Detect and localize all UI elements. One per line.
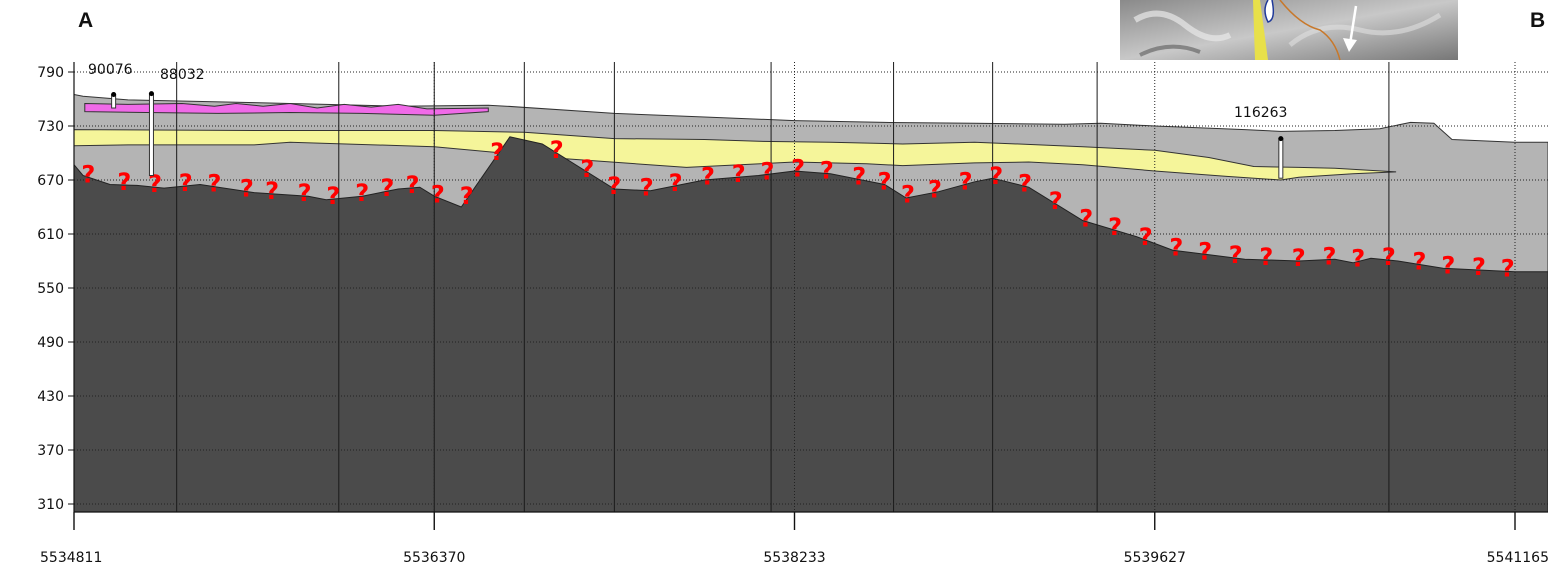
uncertain-marker-11: ? [406,171,420,199]
uncertain-marker-19: ? [669,169,683,197]
section-vertical-lines [176,62,1390,512]
uncertain-marker-22: ? [761,157,775,185]
y-tick-label-2: 670 [37,173,64,189]
series-2-area [73,136,1548,512]
uncertain-marker-4: ? [208,170,222,198]
borehole-collar-2 [1278,136,1284,142]
uncertain-marker-12: ? [431,181,445,209]
uncertain-marker-33: ? [1079,205,1093,233]
uncertain-marker-34: ? [1108,213,1122,241]
geologic-layers [73,93,1548,512]
uncertain-marker-41: ? [1323,243,1337,271]
uncertain-marker-27: ? [901,181,915,209]
section-end-label: B [1530,9,1545,32]
uncertain-marker-20: ? [701,163,715,191]
y-tick-label-7: 370 [37,443,64,459]
uncertain-marker-24: ? [820,156,834,184]
uncertain-contact-markers: ????????????????????????????????????????… [81,136,1514,282]
uncertain-marker-1: ? [117,168,131,196]
uncertain-marker-40: ? [1292,244,1306,272]
uncertain-marker-21: ? [732,160,746,188]
uncertain-marker-23: ? [791,154,805,182]
y-tick-label-1: 730 [37,119,64,135]
uncertain-marker-18: ? [640,174,654,202]
uncertain-marker-47: ? [1501,254,1515,282]
y-tick-label-4: 550 [37,281,64,297]
uncertain-marker-8: ? [326,182,340,210]
pink-lens [84,102,489,116]
uncertain-marker-38: ? [1229,241,1243,269]
uncertain-marker-43: ? [1382,243,1396,271]
uncertain-marker-2: ? [148,170,162,198]
uncertain-marker-36: ? [1169,234,1183,262]
north-arrow-icon [1343,5,1358,52]
borehole-label-2: 116263 [1234,105,1287,121]
uncertain-marker-30: ? [989,162,1003,190]
uncertain-marker-44: ? [1413,248,1427,276]
uncertain-marker-14: ? [490,138,504,166]
uncertain-marker-29: ? [959,167,973,195]
uncertain-marker-31: ? [1018,169,1032,197]
uncertain-marker-15: ? [550,136,564,164]
uncertain-marker-32: ? [1049,187,1063,215]
section-start-label: A [78,9,93,32]
y-tick-label-8: 310 [37,497,64,513]
uncertain-marker-3: ? [179,169,193,197]
uncertain-marker-17: ? [607,172,621,200]
y-tick-label-6: 430 [37,389,64,405]
uncertain-marker-45: ? [1441,252,1455,280]
uncertain-marker-25: ? [852,163,866,191]
axes: 790 730 670 610 550 490 430 370 310 5534811 553637… [37,62,1549,566]
uncertain-marker-37: ? [1198,237,1212,265]
uncertain-marker-26: ? [878,168,892,196]
x-tick-label-0: 5534811 [40,550,102,566]
boreholes: 90076 88032 116263 [88,62,1287,179]
borehole-collar-0 [111,92,117,97]
borehole-collar-1 [148,91,154,97]
uncertain-marker-9: ? [355,179,369,207]
y-tick-label-0: 790 [37,65,64,81]
borehole-label-0: 90076 [88,62,133,78]
x-tick-label-3: 5539627 [1124,550,1186,566]
uncertain-marker-39: ? [1259,243,1273,271]
uncertain-marker-13: ? [460,182,474,210]
uncertain-marker-46: ? [1472,253,1486,281]
uncertain-marker-42: ? [1351,244,1365,272]
uncertain-marker-5: ? [240,175,254,203]
uncertain-marker-0: ? [81,160,95,188]
y-tick-label-5: 490 [37,335,64,351]
x-tick-label-2: 5538233 [763,550,825,566]
uncertain-marker-10: ? [380,174,394,202]
uncertain-marker-7: ? [298,179,312,207]
uncertain-marker-6: ? [265,177,279,205]
uncertain-marker-16: ? [580,155,594,183]
borehole-2 [1278,138,1284,179]
x-tick-label-1: 5536370 [403,550,465,566]
y-tick-label-3: 610 [37,227,64,243]
borehole-1 [148,93,154,176]
uncertain-marker-35: ? [1139,223,1153,251]
uncertain-marker-28: ? [928,175,942,203]
borehole-label-1: 88032 [160,67,205,83]
x-tick-label-4: 5541165 [1487,550,1549,566]
location-inset-map [1120,0,1458,61]
